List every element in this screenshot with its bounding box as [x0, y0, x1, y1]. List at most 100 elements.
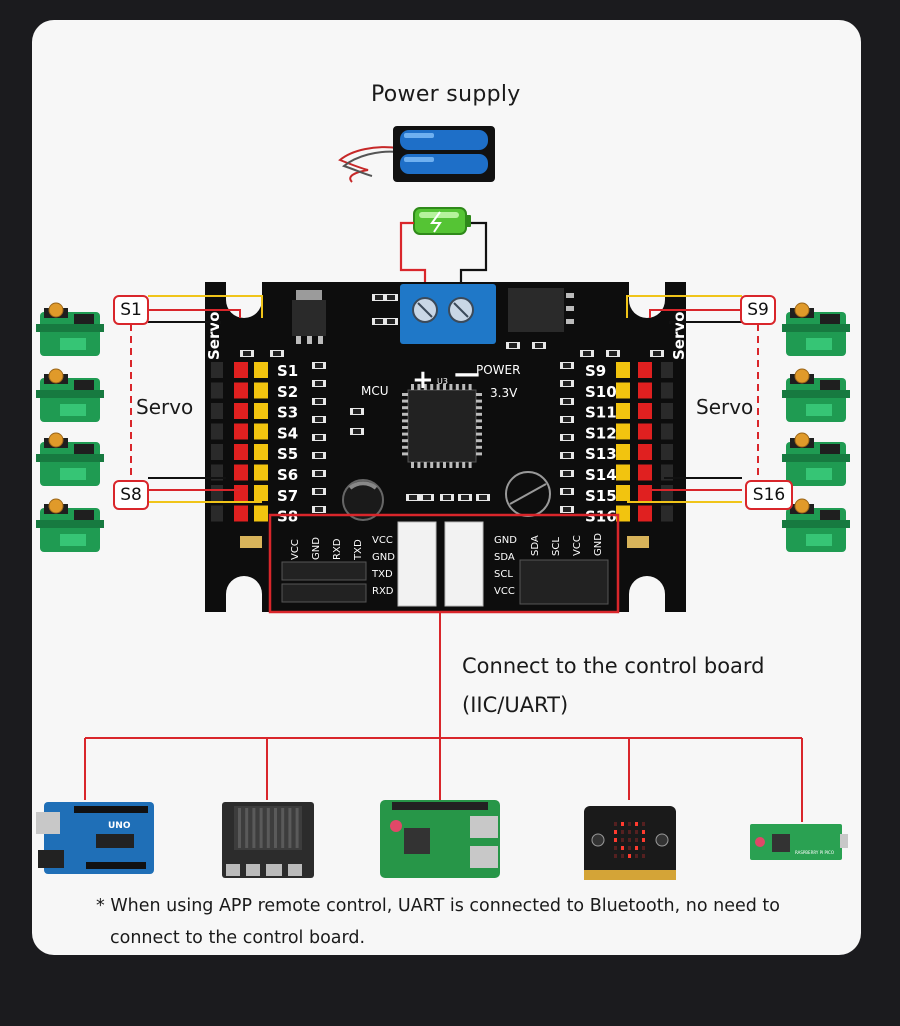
servo-left-label: Servo [136, 395, 194, 419]
footnote-line2: connect to the control board. [110, 928, 366, 948]
header-pin [638, 362, 652, 378]
servo-motor-icon [36, 498, 104, 552]
header-pin [254, 485, 268, 501]
header-pin [234, 423, 248, 440]
board-chip-label: U3 [437, 377, 448, 386]
header-pin [661, 382, 673, 399]
header-pin [254, 464, 268, 481]
uart-pin-label: GND [311, 537, 322, 560]
header-pin [661, 464, 673, 481]
header-pin [254, 444, 268, 460]
servo-right-label: Servo [696, 395, 754, 419]
green-battery-icon [413, 207, 471, 235]
header-pin [211, 485, 223, 501]
arduino-uno-label: UNO [108, 821, 131, 831]
plus-symbol: + [412, 365, 434, 395]
connection-label-line1: Connect to the control board [462, 654, 765, 678]
servo-s16-tag: S16 [745, 480, 793, 510]
channel-label-right: S10 [585, 383, 617, 401]
channel-label-right: S14 [585, 466, 617, 484]
header-pin [234, 505, 248, 522]
iic-pin-label: GND [593, 533, 604, 556]
channel-label-right: S16 [585, 508, 617, 526]
raspberry-pi-pico-board: RASPBERRY PI PICO [750, 824, 848, 860]
minus-symbol: — [454, 359, 480, 389]
header-pin [234, 485, 248, 501]
iic-pin-label: SDA [530, 535, 541, 556]
header-pin [211, 403, 223, 419]
header-pin [616, 444, 630, 460]
header-pin [638, 444, 652, 460]
connector-pin-label: RXD [372, 586, 394, 597]
connector-pin-label: GND [372, 552, 395, 563]
channel-label-left: S2 [277, 383, 298, 401]
iic-pin-label: SCL [551, 537, 562, 556]
header-pin [234, 362, 248, 378]
servo-motor-icon [782, 498, 850, 552]
channel-label-left: S6 [277, 466, 298, 484]
board-servo-right-label: Servo [670, 312, 688, 360]
servo-s1-tag: S1 [113, 295, 149, 325]
channel-label-left: S1 [277, 362, 298, 380]
header-pin [254, 362, 268, 378]
channel-label-left: S4 [277, 424, 298, 442]
servo-s9-tag: S9 [740, 295, 776, 325]
connector-pin-label: VCC [372, 535, 393, 546]
header-pin [234, 464, 248, 481]
connector-pin-label: SCL [494, 569, 513, 580]
board-servo-left-label: Servo [205, 312, 223, 360]
header-pin [638, 485, 652, 501]
uart-pin-label: TXD [353, 539, 364, 561]
header-pin [661, 403, 673, 419]
header-pin [638, 423, 652, 440]
header-pin [616, 403, 630, 419]
channel-label-right: S13 [585, 445, 617, 463]
channel-label-right: S9 [585, 362, 606, 380]
servo-motor-icon [782, 368, 850, 422]
footnote-line1: * When using APP remote control, UART is… [96, 896, 781, 916]
channel-label-left: S3 [277, 404, 298, 422]
header-pin [616, 464, 630, 481]
header-pin [211, 464, 223, 481]
header-pin [616, 505, 630, 522]
power-supply-title: Power supply [371, 82, 521, 107]
board-power-label: POWER [476, 363, 520, 377]
header-pin [661, 485, 673, 501]
pca9685-board: Servo Servo POWER 3.3V MCU U3 + — S1S2S3… [205, 270, 688, 624]
pico-label: RASPBERRY PI PICO [795, 850, 834, 855]
header-pin [661, 423, 673, 440]
channel-label-right: S11 [585, 404, 617, 422]
iic-pin-label: VCC [572, 535, 583, 556]
connector-pin-label: GND [494, 535, 517, 546]
servo-wiring-left [130, 295, 263, 503]
channel-label-right: S12 [585, 424, 617, 442]
channel-label-left: S7 [277, 487, 298, 505]
interface-highlight-box [268, 513, 620, 614]
header-pin [638, 464, 652, 481]
header-pin [254, 382, 268, 399]
header-pin [638, 403, 652, 419]
header-pin [211, 444, 223, 460]
servo-s8-tag: S8 [113, 480, 149, 510]
header-pin [234, 444, 248, 460]
mcu-chip [407, 389, 477, 463]
header-pin [211, 362, 223, 378]
iic-connector [444, 521, 484, 607]
header-pin [254, 423, 268, 440]
connector-pin-label: VCC [494, 586, 515, 597]
uart-pin-label: RXD [332, 538, 343, 560]
header-pin [638, 505, 652, 522]
header-pin [234, 403, 248, 419]
servo-motor-icon [782, 432, 850, 486]
connector-pin-label: TXD [371, 569, 393, 580]
header-pin [211, 382, 223, 399]
header-pin [234, 382, 248, 399]
arduino-uno-board: UNO [36, 802, 154, 874]
header-pin [616, 423, 630, 440]
channel-label-left: S5 [277, 445, 298, 463]
board-voltage-label: 3.3V [490, 386, 518, 400]
servo-motor-icon [36, 368, 104, 422]
header-pin [661, 444, 673, 460]
connector-pin-label: SDA [494, 552, 515, 563]
header-pin [661, 362, 673, 378]
